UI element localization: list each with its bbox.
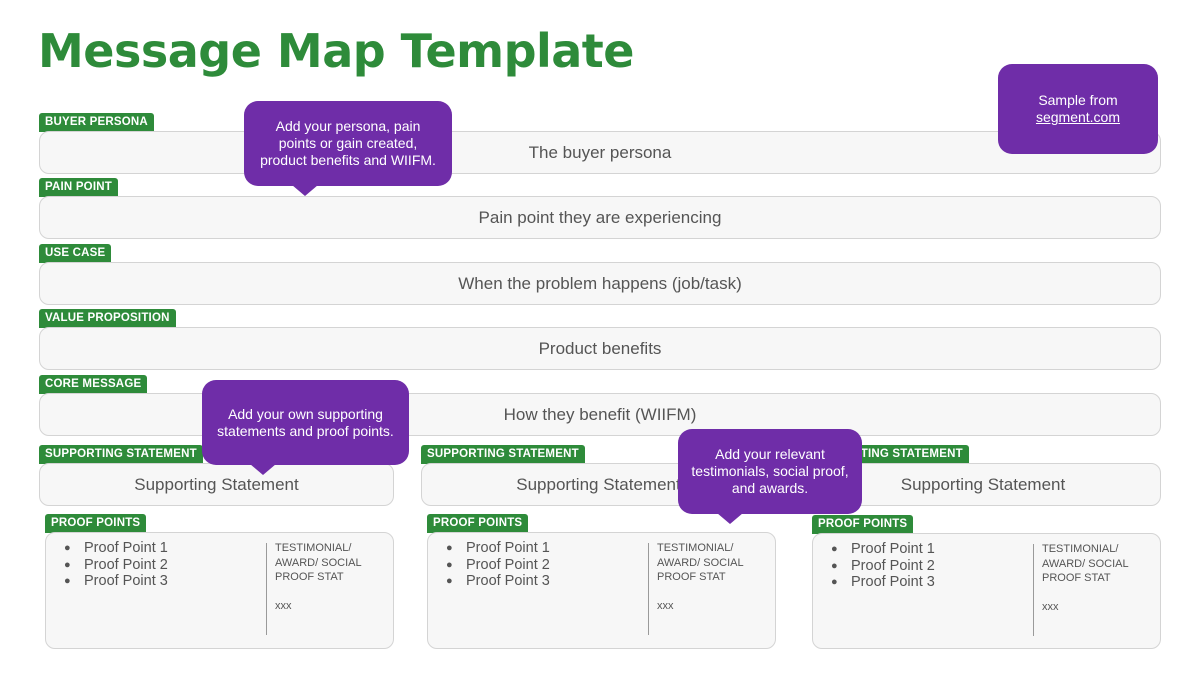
stat-label: TESTIMONIAL/ AWARD/ SOCIAL PROOF STAT	[275, 542, 362, 583]
list-item: ●Proof Point 3	[446, 573, 550, 589]
proof-points-tag: PROOF POINTS	[45, 514, 147, 533]
supporting-hint-text: Add your own supporting statements and p…	[217, 405, 394, 439]
proof-points-list: ●Proof Point 1 ●Proof Point 2 ●Proof Poi…	[438, 540, 550, 590]
proof-points-tag: PROOF POINTS	[427, 514, 529, 533]
supporting-statement-text: Supporting Statement	[516, 474, 681, 494]
callout-tail	[250, 464, 276, 475]
proof-points-box[interactable]: ●Proof Point 1 ●Proof Point 2 ●Proof Poi…	[812, 533, 1161, 649]
stat-value: xxx	[657, 600, 674, 612]
value-proposition-tag: VALUE PROPOSITION	[39, 309, 176, 328]
proof-points-box[interactable]: ●Proof Point 1 ●Proof Point 2 ●Proof Poi…	[427, 532, 776, 649]
persona-hint-text: Add your persona, pain points or gain cr…	[260, 118, 436, 168]
supporting-statement-text: Supporting Statement	[900, 474, 1066, 494]
stat-value: xxx	[1042, 601, 1059, 613]
supporting-statement-tag: SUPPORTING STATEMENT	[39, 445, 203, 464]
callout-tail	[292, 185, 318, 196]
testimonial-hint-callout: Add your relevant testimonials, social p…	[678, 429, 862, 524]
proof-points-box[interactable]: ●Proof Point 1 ●Proof Point 2 ●Proof Poi…	[45, 532, 394, 649]
pain-point-box[interactable]: Pain point they are experiencing	[39, 196, 1161, 239]
supporting-statement-box[interactable]: Supporting Statement	[39, 463, 394, 506]
supporting-statement-text: Supporting Statement	[134, 474, 299, 494]
sample-source-callout: Sample from segment.com	[998, 64, 1158, 154]
list-item: ●Proof Point 1	[831, 541, 935, 557]
pain-point-text: Pain point they are experiencing	[478, 207, 722, 227]
sample-prefix-text: Sample from	[1038, 92, 1118, 108]
supporting-statement-tag: SUPPORTING STATEMENT	[421, 445, 585, 464]
stat-label: TESTIMONIAL/ AWARD/ SOCIAL PROOF STAT	[1042, 543, 1129, 584]
use-case-box[interactable]: When the problem happens (job/task)	[39, 262, 1161, 305]
buyer-persona-tag: BUYER PERSONA	[39, 113, 154, 132]
list-item: ●Proof Point 2	[64, 556, 168, 573]
testimonial-hint-text: Add your relevant testimonials, social p…	[691, 446, 849, 496]
stat-label: TESTIMONIAL/ AWARD/ SOCIAL PROOF STAT	[657, 542, 744, 583]
stat-value: xxx	[275, 600, 292, 612]
list-item: ●Proof Point 1	[64, 540, 168, 556]
proof-points-tag: PROOF POINTS	[812, 515, 914, 534]
core-message-text: How they benefit (WIIFM)	[503, 404, 697, 424]
divider	[648, 543, 649, 635]
divider	[266, 543, 267, 635]
proof-points-list: ●Proof Point 1 ●Proof Point 2 ●Proof Poi…	[823, 541, 935, 591]
list-item: ●Proof Point 1	[446, 540, 550, 556]
pain-point-tag: PAIN POINT	[39, 178, 118, 197]
callout-tail	[717, 513, 743, 524]
supporting-statement-box[interactable]: Supporting Statement	[805, 463, 1161, 506]
buyer-persona-box[interactable]: The buyer persona	[39, 131, 1161, 174]
supporting-hint-callout: Add your own supporting statements and p…	[202, 380, 409, 475]
use-case-tag: USE CASE	[39, 244, 112, 263]
list-item: ●Proof Point 2	[831, 557, 935, 574]
list-item: ●Proof Point 2	[446, 556, 550, 573]
core-message-tag: CORE MESSAGE	[39, 375, 148, 394]
value-proposition-box[interactable]: Product benefits	[39, 327, 1161, 370]
buyer-persona-text: The buyer persona	[528, 142, 672, 162]
proof-points-list: ●Proof Point 1 ●Proof Point 2 ●Proof Poi…	[56, 540, 168, 590]
divider	[1033, 544, 1034, 636]
use-case-text: When the problem happens (job/task)	[458, 273, 742, 293]
persona-hint-callout: Add your persona, pain points or gain cr…	[244, 101, 452, 196]
page-title: Message Map Template	[38, 24, 635, 78]
value-proposition-text: Product benefits	[538, 338, 662, 358]
list-item: ●Proof Point 3	[831, 574, 935, 590]
sample-source-link[interactable]: segment.com	[1035, 109, 1121, 125]
list-item: ●Proof Point 3	[64, 573, 168, 589]
